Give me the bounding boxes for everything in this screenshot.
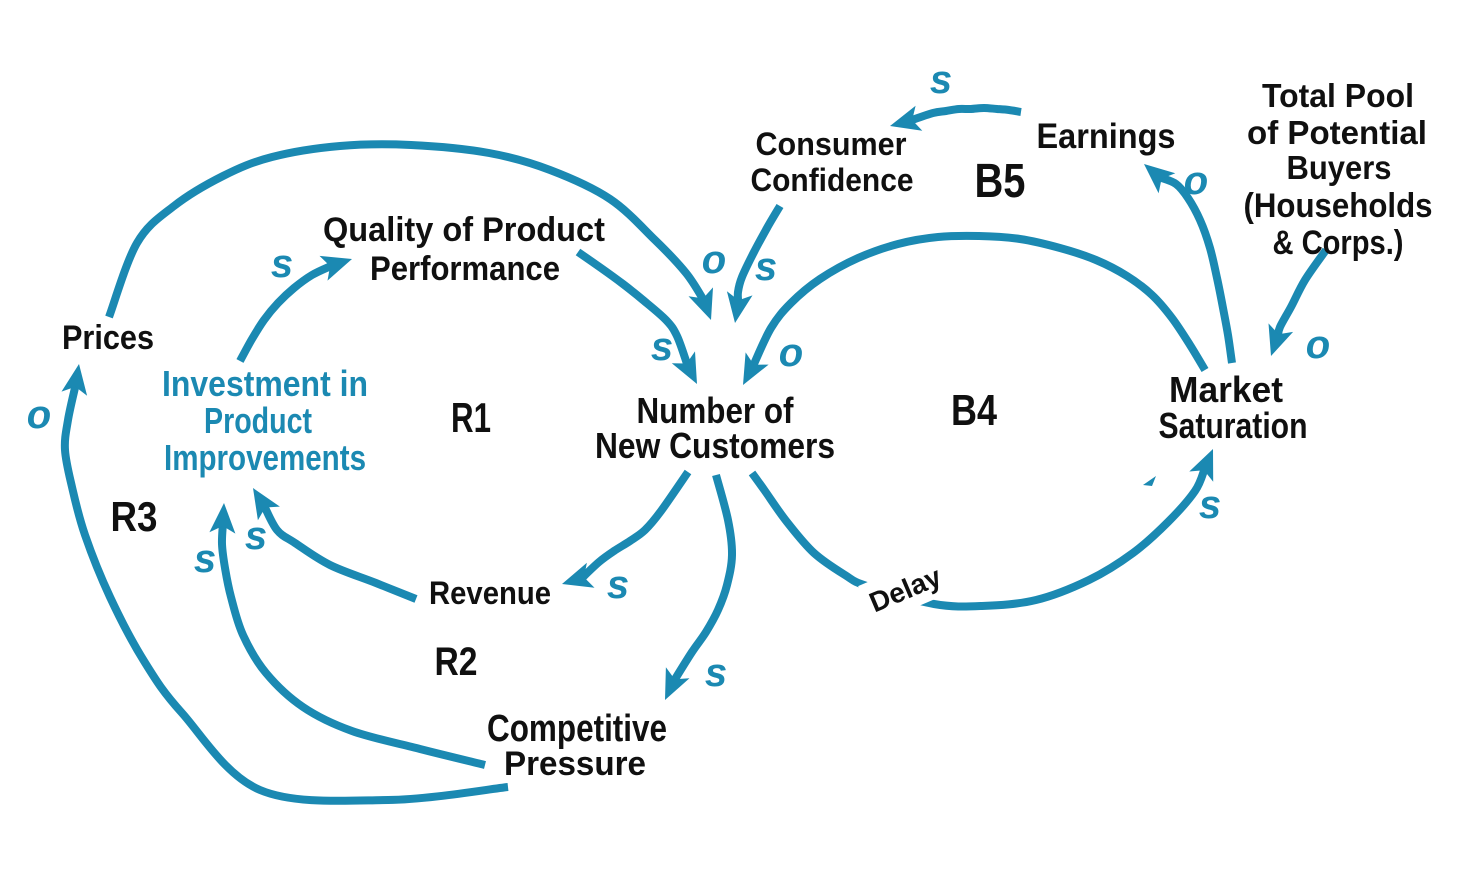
svg-text:s: s <box>755 245 777 289</box>
svg-text:Revenue: Revenue <box>429 575 551 611</box>
svg-text:of Potential: of Potential <box>1247 114 1427 151</box>
svg-text:s: s <box>705 651 727 695</box>
svg-text:o: o <box>27 393 51 437</box>
svg-text:o: o <box>1184 159 1208 203</box>
svg-text:Competitive: Competitive <box>487 708 667 750</box>
svg-text:Quality of Product: Quality of Product <box>323 211 605 249</box>
svg-text:s: s <box>930 58 952 102</box>
svg-text:s: s <box>651 325 673 369</box>
svg-text:o: o <box>779 331 803 375</box>
svg-text:R1: R1 <box>451 394 491 441</box>
svg-text:(Households: (Households <box>1244 187 1433 225</box>
svg-text:B4: B4 <box>951 386 997 435</box>
svg-text:& Corps.): & Corps.) <box>1273 224 1404 262</box>
svg-text:Total Pool: Total Pool <box>1262 77 1414 114</box>
svg-text:o: o <box>1306 323 1330 367</box>
svg-text:R2: R2 <box>435 640 478 684</box>
svg-text:s: s <box>194 537 216 581</box>
svg-text:R3: R3 <box>111 493 158 540</box>
svg-text:B5: B5 <box>975 155 1026 208</box>
svg-text:Confidence: Confidence <box>751 162 914 198</box>
svg-text:Market: Market <box>1169 369 1283 410</box>
svg-text:s: s <box>607 563 629 607</box>
svg-text:New Customers: New Customers <box>595 425 835 466</box>
svg-text:s: s <box>245 514 267 558</box>
svg-text:Product: Product <box>204 400 312 441</box>
svg-text:Improvements: Improvements <box>164 437 366 478</box>
svg-text:Number of: Number of <box>637 390 795 431</box>
svg-text:o: o <box>702 238 726 282</box>
svg-text:Performance: Performance <box>370 250 560 288</box>
svg-text:Earnings: Earnings <box>1037 117 1176 156</box>
svg-text:s: s <box>1199 483 1221 527</box>
svg-text:Investment in: Investment in <box>162 363 368 404</box>
svg-text:Consumer: Consumer <box>756 126 907 162</box>
svg-text:Prices: Prices <box>62 319 154 357</box>
svg-text:Pressure: Pressure <box>504 745 646 783</box>
svg-text:Saturation: Saturation <box>1159 405 1308 446</box>
svg-text:s: s <box>271 242 293 286</box>
svg-text:Buyers: Buyers <box>1287 149 1392 186</box>
